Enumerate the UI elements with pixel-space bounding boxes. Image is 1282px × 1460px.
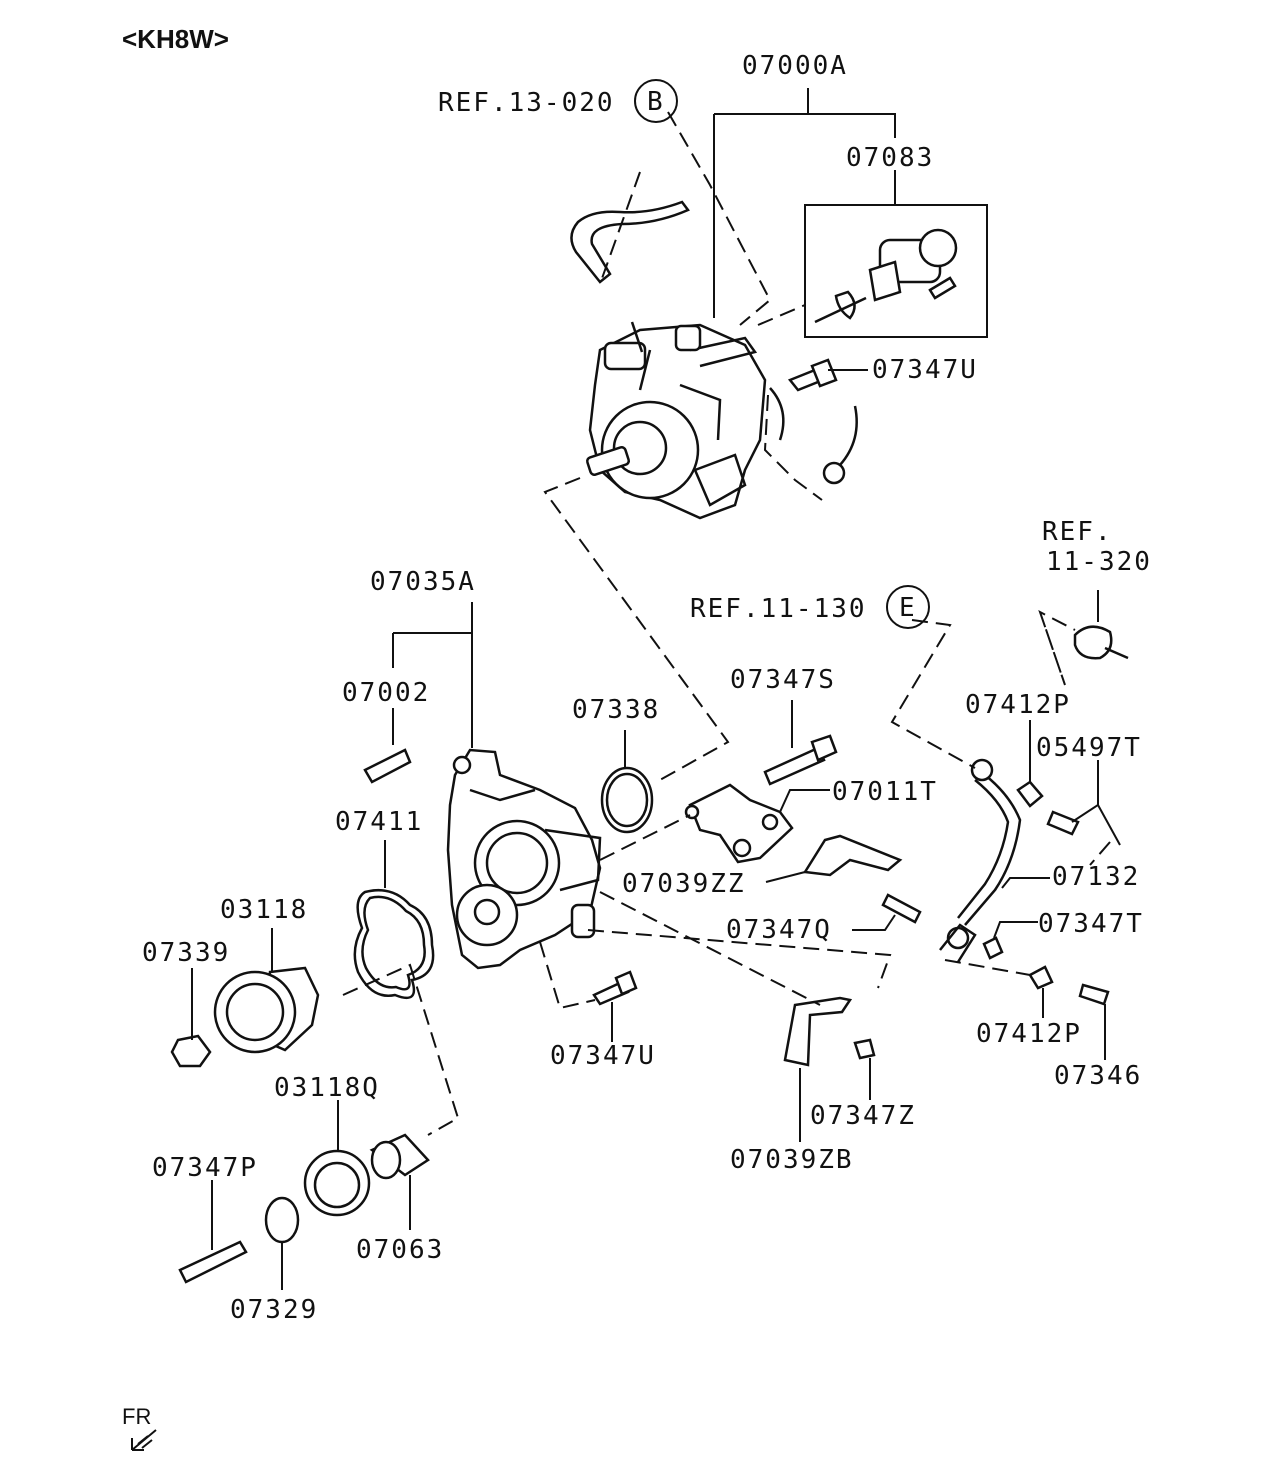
label-07039zz: 07039ZZ bbox=[622, 869, 746, 899]
circle-b bbox=[634, 79, 678, 123]
dashed-alignment-lines bbox=[342, 111, 1111, 1136]
gear-03118 bbox=[213, 966, 320, 1054]
suction-control-valve-box bbox=[804, 204, 988, 338]
clip-07412p-bottom bbox=[1028, 965, 1054, 990]
leader-lines bbox=[191, 88, 1121, 1290]
label-07000a: 07000A bbox=[742, 51, 848, 81]
label-07347t: 07347T bbox=[1038, 909, 1144, 939]
label-07347u-top: 07347U bbox=[872, 355, 978, 385]
label-07132: 07132 bbox=[1052, 862, 1140, 892]
bolt-07347p bbox=[178, 1240, 248, 1284]
sensor-05497t bbox=[1046, 810, 1080, 836]
label-07347q: 07347Q bbox=[726, 915, 832, 945]
gear-03118q bbox=[303, 1149, 371, 1217]
pump-housing bbox=[446, 748, 602, 970]
circle-e-label: E bbox=[899, 593, 917, 623]
bracket-07039zz bbox=[802, 834, 903, 877]
label-07339: 07339 bbox=[142, 938, 230, 968]
label-07011t: 07011T bbox=[832, 777, 938, 807]
label-05497t: 05497T bbox=[1036, 733, 1142, 763]
part-labels: 07000A REF.13-020 07083 07347U REF. 11-3… bbox=[142, 51, 1152, 1325]
label-07347u-bottom: 07347U bbox=[550, 1041, 656, 1071]
label-07083: 07083 bbox=[846, 143, 934, 173]
pipe-07132 bbox=[939, 758, 1022, 963]
label-07412p-bottom: 07412P bbox=[976, 1019, 1082, 1049]
orientation-label: FR bbox=[122, 1404, 151, 1429]
label-07063: 07063 bbox=[356, 1235, 444, 1265]
high-pressure-pump bbox=[570, 200, 858, 520]
o-ring-07338 bbox=[600, 766, 654, 834]
bracket-07039zb bbox=[783, 996, 853, 1067]
label-03118q: 03118Q bbox=[274, 1073, 380, 1103]
label-07035a: 07035A bbox=[370, 567, 476, 597]
bolt-07346 bbox=[1078, 983, 1110, 1006]
front-arrow-icon bbox=[131, 1429, 157, 1451]
ref-11-320-part bbox=[1073, 625, 1113, 660]
bolt-07347s bbox=[763, 746, 826, 786]
label-07346: 07346 bbox=[1054, 1061, 1142, 1091]
dowel-07002 bbox=[363, 748, 412, 784]
label-03118: 03118 bbox=[220, 895, 308, 925]
diagram-title: <KH8W> bbox=[122, 24, 229, 54]
label-07338: 07338 bbox=[572, 695, 660, 725]
circle-e bbox=[886, 585, 930, 629]
label-07412p-top: 07412P bbox=[965, 690, 1071, 720]
bolt-07347q bbox=[881, 893, 922, 924]
label-07329: 07329 bbox=[230, 1295, 318, 1325]
bolt-07347z bbox=[853, 1038, 876, 1060]
gasket-07411 bbox=[353, 888, 435, 1000]
nut-07339 bbox=[170, 1034, 212, 1068]
label-07002: 07002 bbox=[342, 678, 430, 708]
bushing-07063 bbox=[369, 1133, 430, 1180]
label-07347s: 07347S bbox=[730, 665, 836, 695]
clip-07412p-top bbox=[1016, 780, 1044, 808]
label-ref-11-320-a: REF. bbox=[1042, 517, 1113, 547]
washer-07329 bbox=[264, 1196, 300, 1244]
label-07039zb: 07039ZB bbox=[730, 1145, 854, 1175]
label-ref-11-130: REF.11-130 bbox=[690, 594, 867, 624]
label-07347z: 07347Z bbox=[810, 1101, 916, 1131]
bracket-07011t bbox=[684, 783, 794, 864]
bolt-07347t bbox=[982, 936, 1004, 960]
label-ref-13-020: REF.13-020 bbox=[438, 88, 615, 118]
label-07347p: 07347P bbox=[152, 1153, 258, 1183]
label-ref-11-320-b: 11-320 bbox=[1046, 547, 1152, 577]
label-07411: 07411 bbox=[335, 807, 423, 837]
circle-b-label: B bbox=[647, 87, 665, 117]
